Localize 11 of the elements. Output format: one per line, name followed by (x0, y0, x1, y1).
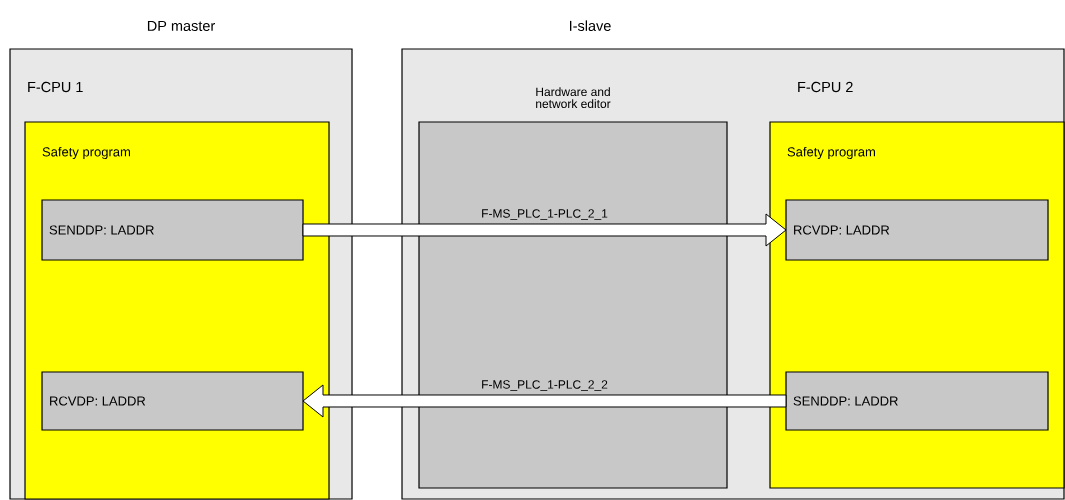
edge-label: F-MS_PLC_1-PLC_2_2 (482, 380, 608, 391)
block-box: RCVDP: LADDR (41, 371, 304, 431)
block-box: RCVDP: LADDR (785, 199, 1049, 261)
edge-label: F-MS_PLC_1-PLC_2_1 (482, 209, 608, 220)
block-arrow (302, 213, 787, 247)
block-arrow (302, 384, 787, 418)
node-label: I-slave (570, 20, 611, 31)
node-label: Hardware and network editor (536, 87, 611, 108)
block-box: SENDDP: LADDR (41, 199, 304, 261)
node-label: DP master (147, 20, 215, 31)
block-box: SENDDP: LADDR (785, 371, 1049, 431)
